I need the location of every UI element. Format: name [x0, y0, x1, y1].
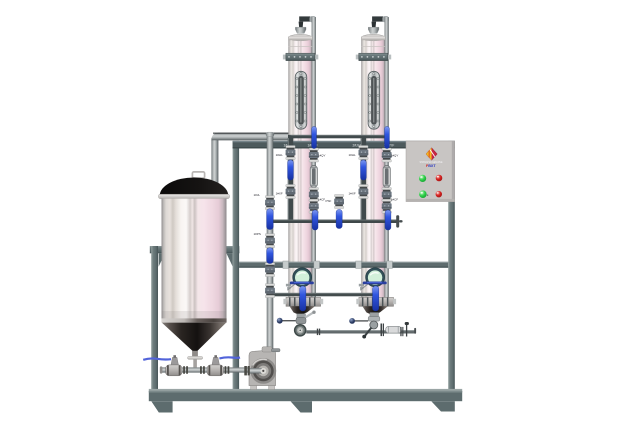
- svg-text:1#JL: 1#JL: [254, 193, 261, 197]
- svg-text:FBXT: FBXT: [426, 164, 436, 168]
- svg-text:SHANGHAI GENUINE: SHANGHAI GENUINE: [420, 161, 443, 164]
- svg-text:1#PS: 1#PS: [254, 232, 261, 236]
- svg-text:1#HL: 1#HL: [276, 153, 284, 157]
- svg-text:PSF: PSF: [326, 199, 332, 203]
- svg-text:2#JLF: 2#JLF: [353, 144, 362, 148]
- svg-text:1#CF: 1#CF: [318, 197, 326, 201]
- svg-text:1#QY: 1#QY: [318, 154, 326, 158]
- svg-text:1#XF: 1#XF: [276, 192, 283, 196]
